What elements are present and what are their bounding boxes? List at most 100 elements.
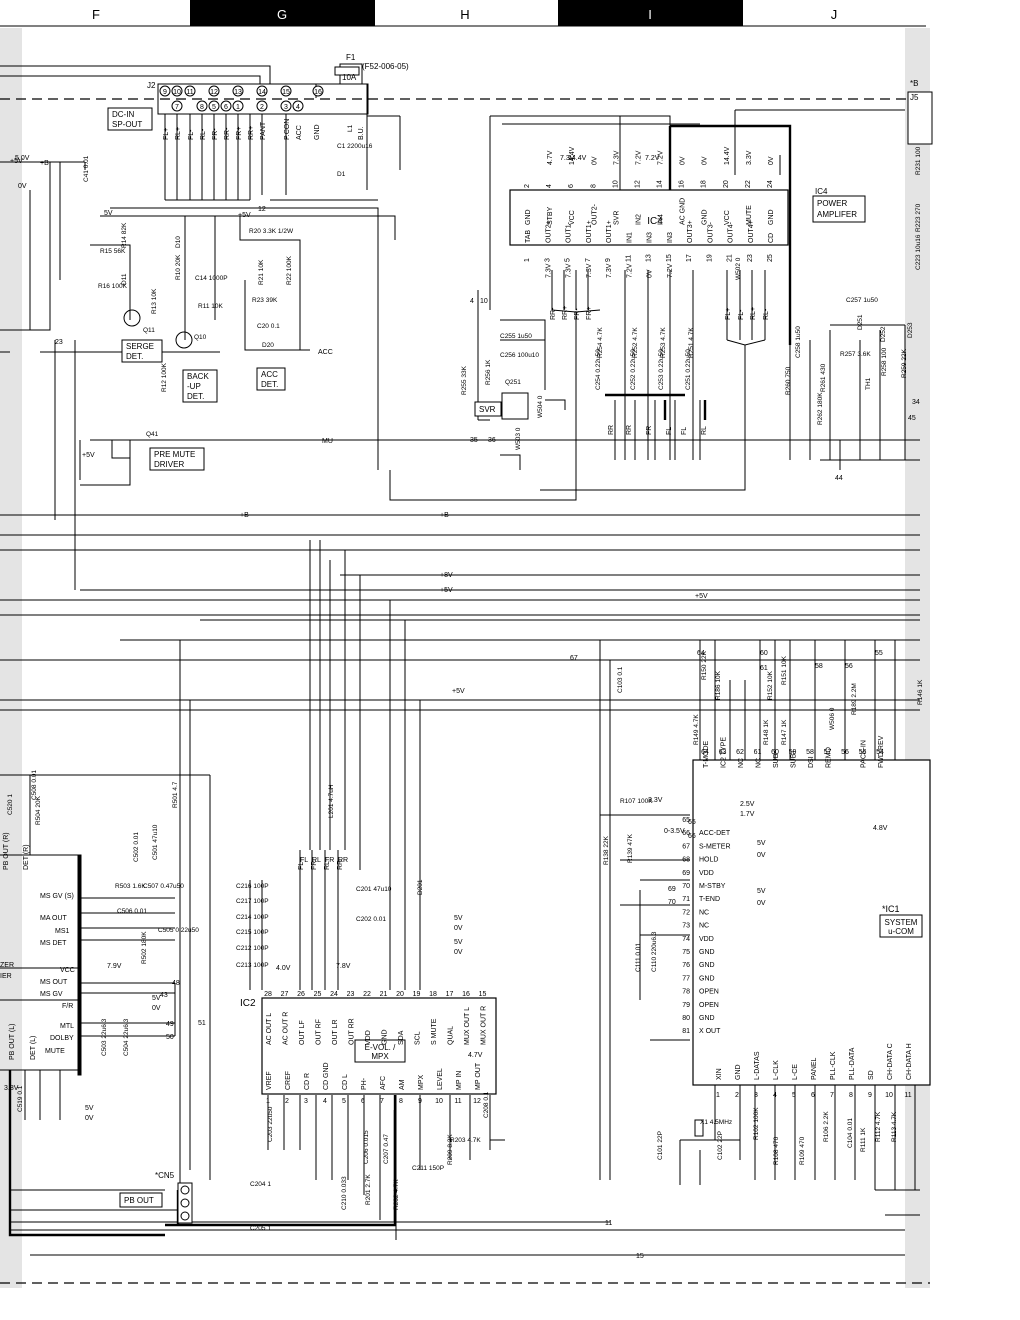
rail-label: +5V: [82, 452, 95, 459]
ic1-pin-number: 59: [789, 749, 797, 756]
ic4-pin-name: OUT1+: [606, 220, 613, 243]
j2-signal-label: RR+: [248, 126, 255, 140]
component-c207: C207 0.47: [383, 1134, 390, 1164]
component-r113: R113 4.7K: [891, 1111, 898, 1142]
voltage-label: 2.5V: [740, 801, 755, 808]
j2-pin-upper: [208, 85, 220, 97]
ic1-pin-name: T-END: [699, 896, 720, 903]
component-r12: R12 100K: [161, 362, 168, 392]
ic1-pin-number: 72: [682, 909, 690, 916]
j2-signal-label: GND: [314, 124, 321, 140]
component-r148: R148 1K: [763, 719, 770, 745]
rail-label: +5V: [452, 688, 465, 695]
j2-pin-lower: [196, 100, 208, 112]
ic4-pin-name: TAB: [525, 230, 532, 243]
j2-signal-label: RL+: [175, 127, 182, 140]
ic4-pin-name: OUT4-: [728, 221, 735, 243]
component-r151: R151 10K: [781, 655, 788, 685]
ic2-pin-name: OUT LF: [299, 1020, 306, 1045]
speaker-net-label: RR: [608, 425, 615, 435]
component-r106: R106 2.2K: [823, 1111, 830, 1142]
ic1-pin-number: 79: [682, 1002, 690, 1009]
component-r257: R257 3.6K: [840, 351, 871, 358]
component-c503: C503 22u6.3: [101, 1018, 108, 1056]
voltage-annotation: 0V: [85, 1115, 94, 1122]
ic2-pin-number: 8: [399, 1098, 403, 1105]
ic4-pin-name: STBY: [547, 206, 554, 225]
component-c205: C205 1: [250, 1225, 271, 1232]
component-c201: C201 47u10: [356, 886, 392, 893]
backup-line3: DET.: [187, 392, 204, 401]
ic2-pin-number: 5: [342, 1098, 346, 1105]
ic2-pin-name: AC OUT R: [283, 1012, 290, 1045]
ic2-pin-name: OUT LR: [332, 1019, 339, 1045]
component-c208: C208 0.1: [483, 1091, 490, 1118]
ic4-output-label: RL-: [763, 308, 770, 320]
component-r201: R201 2.7K: [365, 1174, 372, 1205]
ic1-pin-number: 6: [811, 1092, 815, 1099]
component-w504: W504 0: [537, 395, 544, 418]
voltage-annotation: 0V: [152, 1005, 161, 1012]
ms-ic-pin-label: PB OUT (L): [9, 1024, 16, 1060]
component-c252: C252 0.22u50: [630, 349, 637, 390]
ic1-pin-name: S-METER: [699, 843, 731, 850]
speaker-net-label: RL: [701, 426, 708, 435]
rail-label: +5V: [238, 212, 251, 219]
component-c215: C215 100P: [236, 929, 269, 936]
j2-signal-label: P.CON: [284, 119, 291, 140]
ic2-pin-name: LEVEL: [437, 1068, 444, 1090]
ic4-pin-name: OUT2+: [545, 220, 552, 243]
ic2-pin-number: 6: [361, 1098, 365, 1105]
component-d20: D20: [262, 342, 274, 349]
ic1-pin-number: 62: [736, 749, 744, 756]
net-label: 36: [488, 437, 496, 444]
component-w506: W506 0: [829, 707, 836, 730]
component-w503: W503 0: [515, 427, 522, 450]
net-label: FL: [300, 857, 308, 864]
component-r138: R138 22K: [603, 835, 610, 865]
j2-pin-number: 11: [186, 89, 193, 96]
ic4-pin-name: OUT1+: [586, 220, 593, 243]
component-c212: C212 100P: [236, 945, 269, 952]
net-label: RR: [338, 857, 348, 864]
ic4-pin-name: AC GND: [680, 198, 687, 225]
j2-pin-upper: [159, 85, 171, 97]
ic1-pin-name: ACC-DET: [699, 830, 731, 837]
ic4-label: IC4: [647, 216, 663, 227]
ms-ic-pin-label: DET (R): [23, 844, 30, 870]
ic1-pin-number: 77: [682, 975, 690, 982]
ic2-pin-number: 19: [413, 991, 421, 998]
ic1-pin-number: 68: [682, 857, 690, 864]
svr-label: SVR: [479, 405, 496, 414]
ic1-pin-number: 67: [682, 843, 690, 850]
ic4-pin-voltage: 7.2V: [626, 263, 633, 278]
net-label: 43: [160, 992, 168, 999]
component-x1: X1 4.5MHz: [700, 1119, 732, 1126]
ic1-pin-name: X OUT: [699, 1028, 721, 1035]
ic1-pin-name: GND: [699, 975, 715, 982]
ms-ic-pin-label: IER: [0, 973, 12, 980]
net-label: 35: [470, 437, 478, 444]
ic4-pin-number: 4: [546, 184, 553, 188]
j2-signal-label: FL+: [163, 128, 170, 140]
speaker-net-label: FL: [666, 427, 673, 435]
cn5-connector: [177, 1182, 193, 1224]
ic2-pin-number: 3: [304, 1098, 308, 1105]
net-label: 23: [55, 339, 63, 346]
ic4-top-pins: 2GND4STBY4.7V6VCC14.4V8OUT2-0V10SVR7.3V1…: [524, 146, 775, 225]
ic4-pin-number: 20: [723, 180, 730, 188]
ic4-pin-name: IN4: [658, 214, 665, 225]
ic1-pin-name: PANEL: [811, 1057, 818, 1080]
column-label-j: J: [831, 7, 838, 22]
ic4-pin-name: IN3: [647, 232, 654, 243]
ic2-pin-name: CD R: [304, 1073, 311, 1090]
ic4-pin-number: 12: [634, 180, 641, 188]
column-label-f: F: [92, 7, 100, 22]
voltage-annotation: 5V: [454, 939, 463, 946]
label-boxes: DC-IN SP-OUT SERGE DET. BACK -UP DET. AC…: [107, 107, 502, 1224]
column-g-band: [190, 0, 375, 26]
ic1-pin-number: 65: [682, 817, 690, 824]
